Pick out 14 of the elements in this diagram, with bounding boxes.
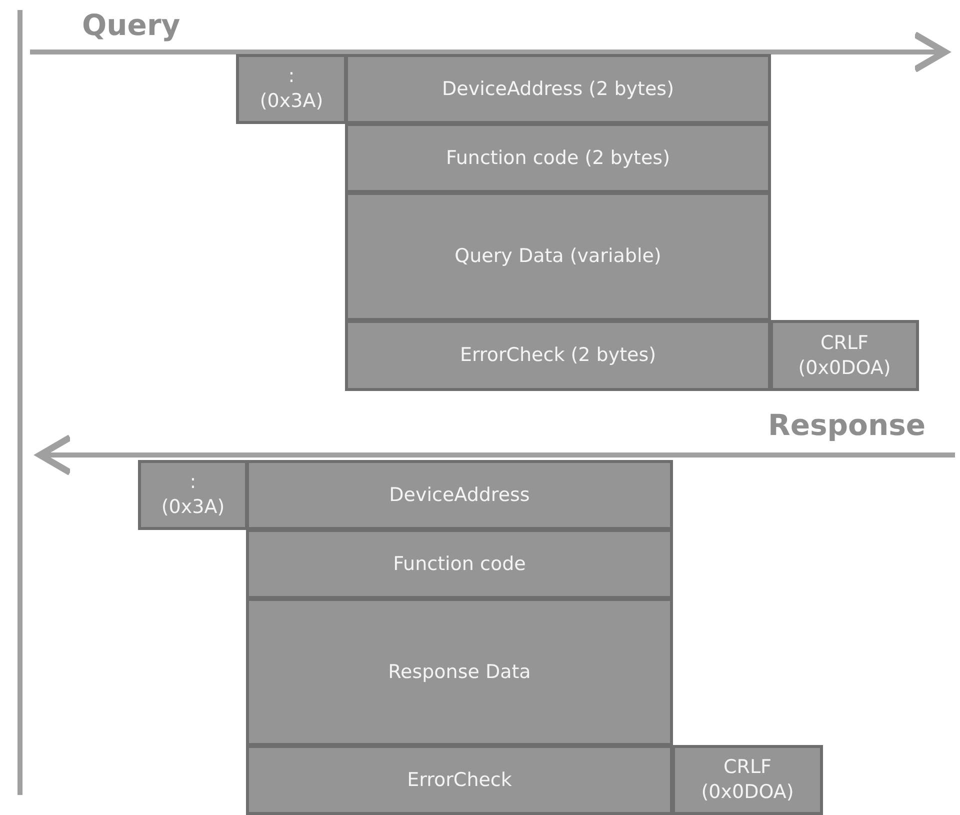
start-field: : (0x3A) <box>138 460 248 530</box>
frame-field: Response Data <box>246 598 673 746</box>
frame-field: DeviceAddress <box>246 460 673 530</box>
frame-field: ErrorCheck (2 bytes) <box>345 320 771 391</box>
direction-label: Response <box>768 408 926 442</box>
frame-field: DeviceAddress (2 bytes) <box>345 54 771 124</box>
frame-field: ErrorCheck <box>246 745 673 815</box>
direction-label: Query <box>82 8 180 42</box>
frame-field: Function code <box>246 529 673 599</box>
start-field: : (0x3A) <box>236 54 347 124</box>
end-field: CRLF (0x0DOA) <box>672 745 823 815</box>
end-field: CRLF (0x0DOA) <box>770 320 919 391</box>
frame-field: Function code (2 bytes) <box>345 123 771 193</box>
frame-field: Query Data (variable) <box>345 192 771 321</box>
